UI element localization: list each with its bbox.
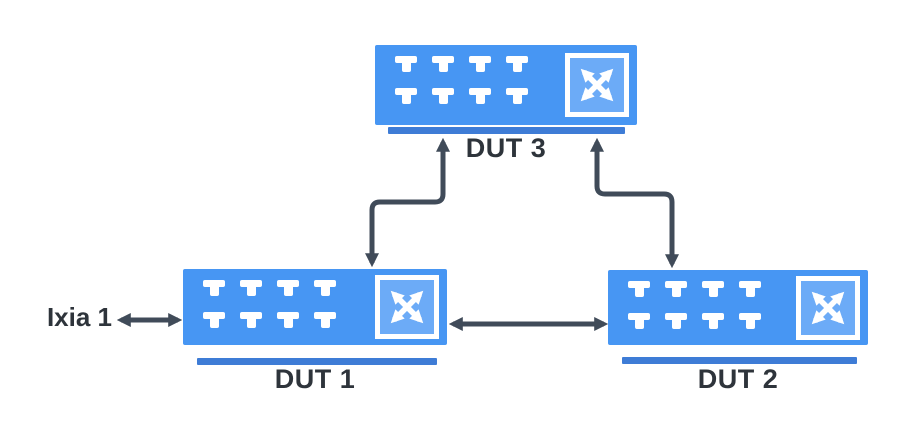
device-label-dut3: DUT 3 — [465, 133, 547, 163]
port-icon — [432, 56, 454, 73]
endpoint-label-ixia1: Ixia 1 — [46, 302, 112, 332]
port-icon — [469, 88, 491, 105]
port-icon — [469, 56, 491, 73]
port-icon — [628, 313, 650, 330]
port-icon — [314, 280, 336, 297]
port-icon — [240, 312, 262, 329]
port-icon — [277, 312, 299, 329]
device-label-dut2: DUT 2 — [697, 364, 779, 394]
switch-crossbar-icon — [375, 275, 439, 339]
port-icon — [702, 313, 724, 330]
port-icon — [739, 313, 761, 330]
switch-underline — [622, 357, 857, 364]
switch-crossbar-icon — [565, 53, 629, 117]
switch-dut2 — [608, 270, 868, 345]
switch-dut3 — [375, 45, 637, 125]
switch-dut1 — [183, 269, 447, 345]
switch-crossbar-icon — [796, 275, 860, 340]
port-icon — [314, 312, 336, 329]
port-icon — [240, 280, 262, 297]
port-icon — [739, 281, 761, 298]
port-icon — [395, 88, 417, 105]
port-icon — [203, 280, 225, 297]
port-icon — [702, 281, 724, 298]
port-icon — [665, 313, 687, 330]
port-icon — [628, 281, 650, 298]
port-icon — [395, 56, 417, 73]
link-dut2-dut3 — [590, 137, 679, 269]
port-icon — [506, 56, 528, 73]
port-icon — [506, 88, 528, 105]
port-icon — [203, 312, 225, 329]
device-label-dut1: DUT 1 — [274, 364, 356, 394]
port-icon — [665, 281, 687, 298]
switch-underline — [197, 358, 437, 365]
switch-underline — [388, 127, 625, 134]
port-icon — [432, 88, 454, 105]
port-icon — [277, 280, 299, 297]
